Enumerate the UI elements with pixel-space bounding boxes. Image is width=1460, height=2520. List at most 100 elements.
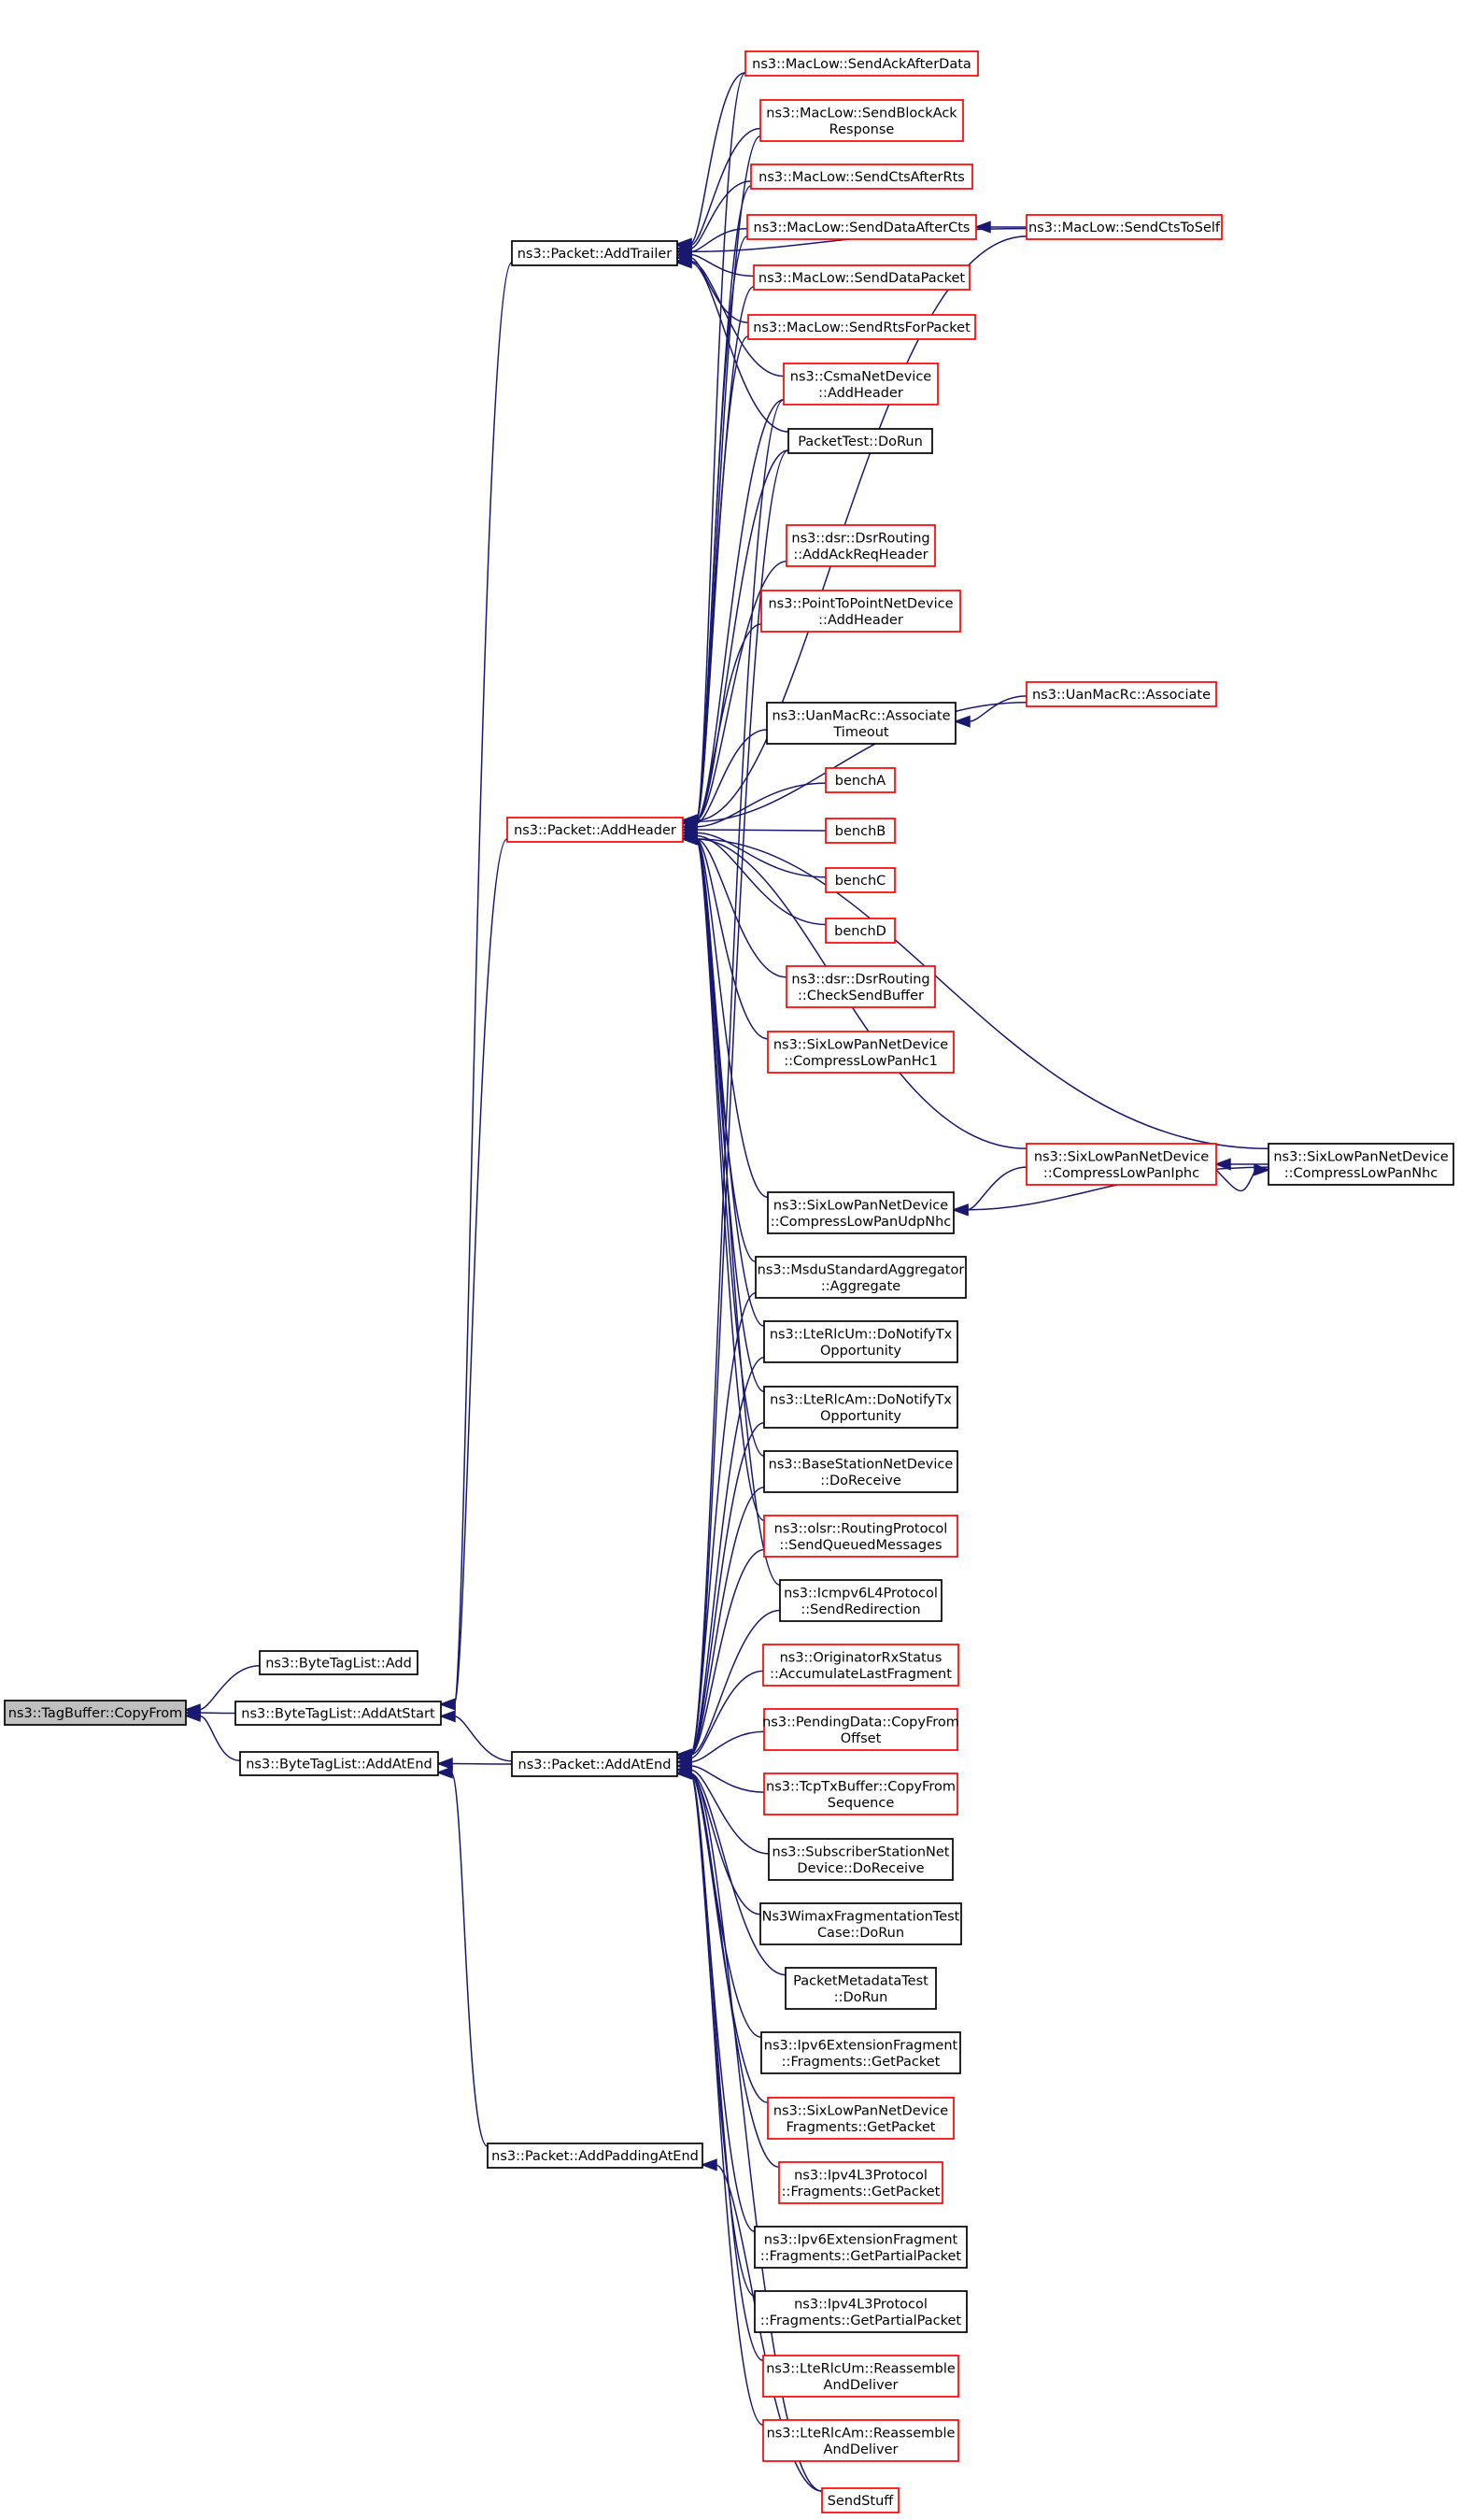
node-label: Device::DoReceive <box>797 1861 924 1876</box>
node-label: ::Aggregate <box>821 1279 900 1294</box>
call-edge <box>695 782 827 828</box>
node-ipv6ext_gpp[interactable]: ns3::Ipv6ExtensionFragment::Fragments::G… <box>754 2226 968 2269</box>
node-uan_assoc[interactable]: ns3::UanMacRc::Associate <box>1026 681 1217 707</box>
node-box <box>755 1256 967 1299</box>
node-sendstuff[interactable]: SendStuff <box>821 2487 900 2513</box>
node-ml_ackdata[interactable]: ns3::MacLow::SendAckAfterData <box>744 50 979 77</box>
node-box <box>747 314 976 340</box>
node-btl_add[interactable]: ns3::ByteTagList::Add <box>259 1650 418 1675</box>
node-label: ns3::SixLowPanNetDevice <box>1034 1149 1209 1164</box>
call-edge <box>689 1773 769 2104</box>
node-label: PacketMetadataTest <box>793 1973 928 1988</box>
node-ipv6ext_gp[interactable]: ns3::Ipv6ExtensionFragment::Fragments::G… <box>760 2031 961 2074</box>
call-edge <box>689 1773 764 2427</box>
node-box <box>762 1644 959 1687</box>
call-edge <box>689 1670 764 1759</box>
node-ml_ctsrts[interactable]: ns3::MacLow::SendCtsAfterRts <box>750 164 973 190</box>
node-ml_datapkt[interactable]: ns3::MacLow::SendDataPacket <box>753 264 971 291</box>
node-label: ::AccumulateLastFragment <box>770 1667 952 1682</box>
node-box <box>759 99 964 142</box>
node-dsr_ack[interactable]: ns3::dsr::DsrRouting::AddAckReqHeader <box>786 524 936 567</box>
node-pkt_header[interactable]: ns3::Packet::AddHeader <box>506 817 684 843</box>
node-icmp_redir[interactable]: ns3::Icmpv6L4Protocol::SendRedirection <box>779 1579 943 1622</box>
node-label: ns3::Packet::AddHeader <box>514 823 676 838</box>
node-label: ::AddAckReqHeader <box>793 548 928 562</box>
node-p2p_hdr[interactable]: ns3::PointToPointNetDevice::AddHeader <box>760 590 961 633</box>
node-label: Case::DoRun <box>817 1926 904 1941</box>
node-six_nhc[interactable]: ns3::SixLowPanNetDevice::CompressLowPanN… <box>1268 1143 1454 1186</box>
call-edge <box>689 262 789 433</box>
node-label: ::SendRedirection <box>801 1602 920 1617</box>
edge-arrowhead <box>183 1709 201 1722</box>
node-csma_hdr[interactable]: ns3::CsmaNetDevice::AddHeader <box>783 363 939 406</box>
call-edge <box>695 838 765 1458</box>
node-ipv4_gp[interactable]: ns3::Ipv4L3Protocol::Fragments::GetPacke… <box>778 2161 943 2204</box>
node-pkttest[interactable]: PacketTest::DoRun <box>787 428 933 454</box>
node-label: benchC <box>835 874 886 889</box>
node-box <box>763 1708 958 1751</box>
node-six_gp[interactable]: ns3::SixLowPanNetDeviceFragments::GetPac… <box>767 2097 955 2140</box>
node-box <box>825 918 896 944</box>
call-edge <box>695 838 1269 1150</box>
node-btl_addstart[interactable]: ns3::ByteTagList::AddAtStart <box>234 1701 442 1726</box>
edge-arrowhead <box>438 1710 456 1723</box>
node-ml_ctsself[interactable]: ns3::MacLow::SendCtsToSelf <box>1026 214 1223 240</box>
node-box <box>825 818 896 844</box>
node-olsr_sqm[interactable]: ns3::olsr::RoutingProtocol::SendQueuedMe… <box>763 1515 958 1558</box>
call-edge <box>689 180 752 249</box>
node-pkt_atend[interactable]: ns3::Packet::AddAtEnd <box>511 1751 678 1777</box>
node-label: ns3::MacLow::SendRtsForPacket <box>753 320 971 335</box>
node-dsr_csb[interactable]: ns3::dsr::DsrRouting::CheckSendBuffer <box>786 965 936 1008</box>
node-box <box>1026 1143 1217 1186</box>
node-pktmeta[interactable]: PacketMetadataTest::DoRun <box>785 1967 937 2010</box>
node-ipv4_gpp[interactable]: ns3::Ipv4L3Protocol::Fragments::GetParti… <box>754 2290 968 2333</box>
edge-arrowhead <box>700 2158 717 2171</box>
node-ss_recv[interactable]: ns3::SubscriberStationNetDevice::DoRecei… <box>768 1838 954 1881</box>
node-ml_rts[interactable]: ns3::MacLow::SendRtsForPacket <box>747 314 976 340</box>
node-label: ns3::OriginatorRxStatus <box>780 1650 943 1665</box>
node-label: ::AddHeader <box>818 613 903 628</box>
call-edge <box>689 1548 765 1756</box>
node-label: ns3::MacLow::SendBlockAck <box>766 106 957 121</box>
node-label: ns3::Ipv6ExtensionFragment <box>764 2038 958 2053</box>
node-root[interactable]: ns3::TagBuffer::CopyFrom <box>4 1700 187 1726</box>
node-label: ns3::MacLow::SendDataAfterCts <box>754 221 971 235</box>
edge-arrowhead <box>1254 1163 1271 1176</box>
node-bs_recv[interactable]: ns3::BaseStationNetDevice::DoReceive <box>763 1450 958 1493</box>
node-label: ::Fragments::GetPartialPacket <box>760 2249 962 2264</box>
node-label: Ns3WimaxFragmentationTest <box>762 1909 960 1924</box>
node-pkt_trailer[interactable]: ns3::Packet::AddTrailer <box>511 240 678 266</box>
node-label: ns3::Icmpv6L4Protocol <box>784 1586 938 1601</box>
node-label: ns3::SixLowPanNetDevice <box>773 2103 948 2118</box>
node-label: Timeout <box>832 725 889 740</box>
node-box <box>511 240 678 266</box>
node-label: ::CheckSendBuffer <box>798 989 924 1004</box>
node-benchD[interactable]: benchD <box>825 918 896 944</box>
node-orig_frag[interactable]: ns3::OriginatorRxStatus::AccumulateLastF… <box>762 1644 959 1687</box>
node-btl_addend[interactable]: ns3::ByteTagList::AddAtEnd <box>239 1751 439 1776</box>
node-six_iphc[interactable]: ns3::SixLowPanNetDevice::CompressLowPanI… <box>1026 1143 1217 1186</box>
node-pkt_padding[interactable]: ns3::Packet::AddPaddingAtEnd <box>487 2143 703 2169</box>
node-box <box>259 1650 418 1675</box>
node-label: ::CompressLowPanNhc <box>1284 1166 1439 1181</box>
node-benchC[interactable]: benchC <box>825 867 896 893</box>
node-benchA[interactable]: benchA <box>825 767 896 793</box>
call-edge <box>689 127 761 247</box>
node-six_udpnhc[interactable]: ns3::SixLowPanNetDevice::CompressLowPanU… <box>767 1191 955 1234</box>
node-label: ns3::SubscriberStationNet <box>773 1844 950 1859</box>
call-edge <box>689 253 755 278</box>
node-msdu_agg[interactable]: ns3::MsduStandardAggregator::Aggregate <box>755 1256 967 1299</box>
node-label: ns3::PointToPointNetDevice <box>768 596 953 611</box>
node-six_hc1[interactable]: ns3::SixLowPanNetDevice::CompressLowPanH… <box>767 1031 955 1074</box>
node-ml_datacts[interactable]: ns3::MacLow::SendDataAfterCts <box>746 214 977 240</box>
node-benchB[interactable]: benchB <box>825 818 896 844</box>
